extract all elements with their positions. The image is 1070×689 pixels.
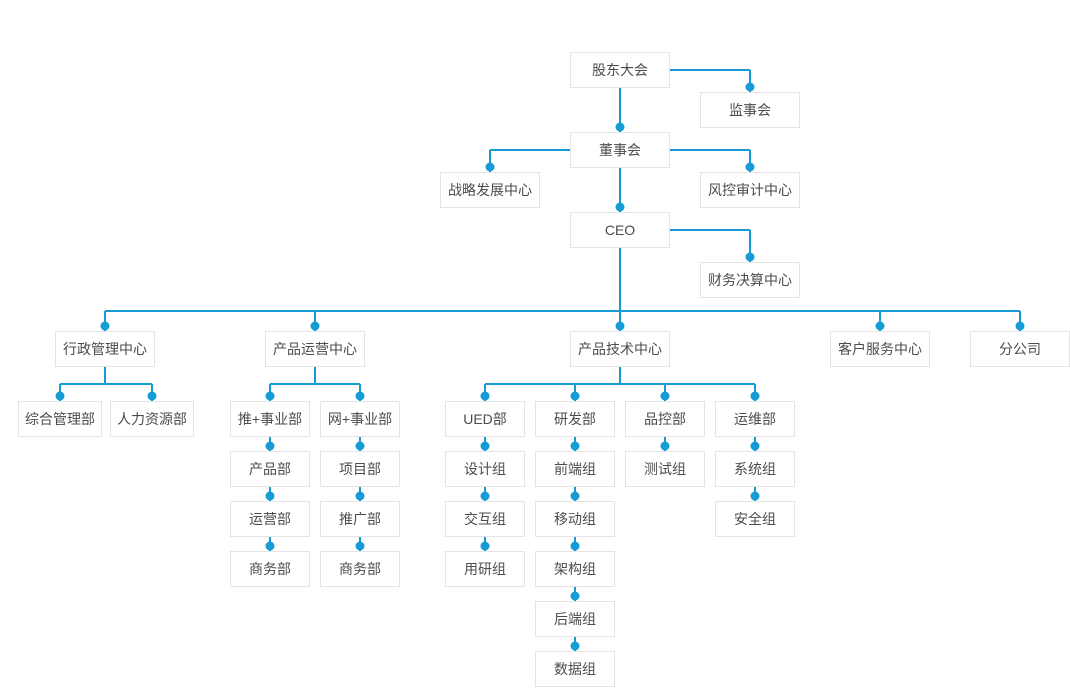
org-node-customer-service-center: 客户服务中心 — [830, 331, 930, 367]
org-node-architecture-group: 架构组 — [535, 551, 615, 587]
org-node-product-operation-center: 产品运营中心 — [265, 331, 365, 367]
connector-dot-group — [55, 82, 1025, 651]
org-node-admin-management-center: 行政管理中心 — [55, 331, 155, 367]
org-node-ued-dept: UED部 — [445, 401, 525, 437]
org-node-security-group: 安全组 — [715, 501, 795, 537]
org-node-interaction-group: 交互组 — [445, 501, 525, 537]
org-node-data-group: 数据组 — [535, 651, 615, 687]
org-node-business-dept-wang: 商务部 — [320, 551, 400, 587]
org-node-backend-group: 后端组 — [535, 601, 615, 637]
org-node-operation-dept: 运营部 — [230, 501, 310, 537]
org-node-finance-settlement-center: 财务决算中心 — [700, 262, 800, 298]
org-node-board-of-directors: 董事会 — [570, 132, 670, 168]
org-node-user-research-group: 用研组 — [445, 551, 525, 587]
org-node-project-dept: 项目部 — [320, 451, 400, 487]
org-node-design-group: 设计组 — [445, 451, 525, 487]
org-node-branch-company: 分公司 — [970, 331, 1070, 367]
org-node-ops-maintenance-dept: 运维部 — [715, 401, 795, 437]
org-node-general-management-dept: 综合管理部 — [18, 401, 102, 437]
org-node-system-group: 系统组 — [715, 451, 795, 487]
org-node-supervisory-board: 监事会 — [700, 92, 800, 128]
org-node-risk-audit-center: 风控审计中心 — [700, 172, 800, 208]
org-node-quality-control-dept: 品控部 — [625, 401, 705, 437]
org-node-testing-group: 测试组 — [625, 451, 705, 487]
org-node-product-dept: 产品部 — [230, 451, 310, 487]
org-node-promotion-dept: 推广部 — [320, 501, 400, 537]
org-node-wang-business-unit: 网+事业部 — [320, 401, 400, 437]
org-node-business-dept-tui: 商务部 — [230, 551, 310, 587]
org-node-human-resources-dept: 人力资源部 — [110, 401, 194, 437]
org-node-mobile-group: 移动组 — [535, 501, 615, 537]
org-node-rd-dept: 研发部 — [535, 401, 615, 437]
org-node-shareholders-meeting: 股东大会 — [570, 52, 670, 88]
org-node-product-technology-center: 产品技术中心 — [570, 331, 670, 367]
org-node-ceo: CEO — [570, 212, 670, 248]
org-node-frontend-group: 前端组 — [535, 451, 615, 487]
org-node-strategy-development-center: 战略发展中心 — [440, 172, 540, 208]
org-node-tui-business-unit: 推+事业部 — [230, 401, 310, 437]
